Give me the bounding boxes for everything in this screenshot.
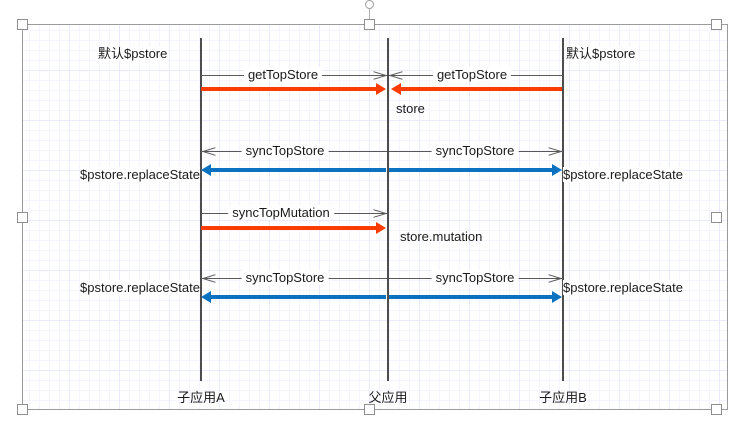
message-label-synctopstore-left-2: syncTopStore bbox=[241, 270, 329, 285]
message-label-synctopmutation: syncTopMutation bbox=[228, 205, 334, 220]
lifeline-parent-app[interactable] bbox=[387, 38, 389, 381]
arrow-blue-parent-to-a-1[interactable] bbox=[201, 164, 386, 176]
arrow-blue-parent-to-b-2[interactable] bbox=[389, 291, 562, 303]
arrow-red-a-to-parent[interactable] bbox=[201, 83, 386, 95]
arrow-red-b-to-parent[interactable] bbox=[391, 83, 562, 95]
arrow-tip bbox=[391, 83, 401, 95]
arrow-shaft bbox=[389, 295, 553, 299]
rotation-handle[interactable] bbox=[365, 0, 374, 9]
resize-handle-ne[interactable] bbox=[711, 19, 722, 30]
label-top-left-default-pstore: 默认$pstore bbox=[98, 46, 168, 61]
arrow-shaft bbox=[400, 87, 562, 91]
arrow-shaft bbox=[210, 295, 386, 299]
label-mid-left-replacestate: $pstore.replaceState bbox=[80, 167, 200, 182]
lifeline-child-app-a[interactable] bbox=[200, 38, 202, 381]
lifeline-label-child-app-a: 子应用A bbox=[177, 390, 225, 405]
resize-handle-sw[interactable] bbox=[17, 404, 28, 415]
message-label-synctopstore-right-1: syncTopStore bbox=[431, 143, 519, 158]
arrow-shaft bbox=[389, 168, 553, 172]
rotation-handle-stem bbox=[369, 2, 370, 24]
label-bottom-left-replacestate: $pstore.replaceState bbox=[80, 280, 200, 295]
arrow-tip bbox=[201, 164, 211, 176]
arrow-shaft bbox=[201, 226, 377, 230]
arrow-blue-parent-to-b-1[interactable] bbox=[389, 164, 562, 176]
arrow-shaft bbox=[201, 87, 377, 91]
arrow-tip bbox=[201, 291, 211, 303]
lifeline-label-parent-app: 父应用 bbox=[368, 390, 408, 405]
arrow-tip bbox=[376, 83, 386, 95]
arrow-tip bbox=[376, 222, 386, 234]
resize-handle-s[interactable] bbox=[364, 404, 375, 415]
message-label-synctopstore-right-2: syncTopStore bbox=[431, 270, 519, 285]
label-top-right-default-pstore: 默认$pstore bbox=[566, 46, 636, 61]
arrow-tip bbox=[552, 164, 562, 176]
resize-handle-nw[interactable] bbox=[17, 19, 28, 30]
resize-handle-e[interactable] bbox=[711, 212, 722, 223]
message-label-synctopstore-left-1: syncTopStore bbox=[241, 143, 329, 158]
message-label-gettopstore-left: getTopStore bbox=[243, 67, 323, 82]
arrow-shaft bbox=[210, 168, 386, 172]
lifeline-child-app-b[interactable] bbox=[562, 38, 564, 381]
lifeline-label-child-app-b: 子应用B bbox=[539, 390, 587, 405]
arrow-tip bbox=[552, 291, 562, 303]
label-mid-right-replacestate: $pstore.replaceState bbox=[563, 167, 683, 182]
label-bottom-right-replacestate: $pstore.replaceState bbox=[563, 280, 683, 295]
annotation-store-mutation: store.mutation bbox=[400, 229, 483, 244]
message-label-gettopstore-right: getTopStore bbox=[432, 67, 512, 82]
arrow-red-a-to-parent-mutation[interactable] bbox=[201, 222, 386, 234]
resize-handle-w[interactable] bbox=[17, 212, 28, 223]
resize-handle-n[interactable] bbox=[364, 19, 375, 30]
resize-handle-se[interactable] bbox=[711, 404, 722, 415]
message-label-store: store bbox=[396, 101, 425, 116]
arrow-blue-parent-to-a-2[interactable] bbox=[201, 291, 386, 303]
